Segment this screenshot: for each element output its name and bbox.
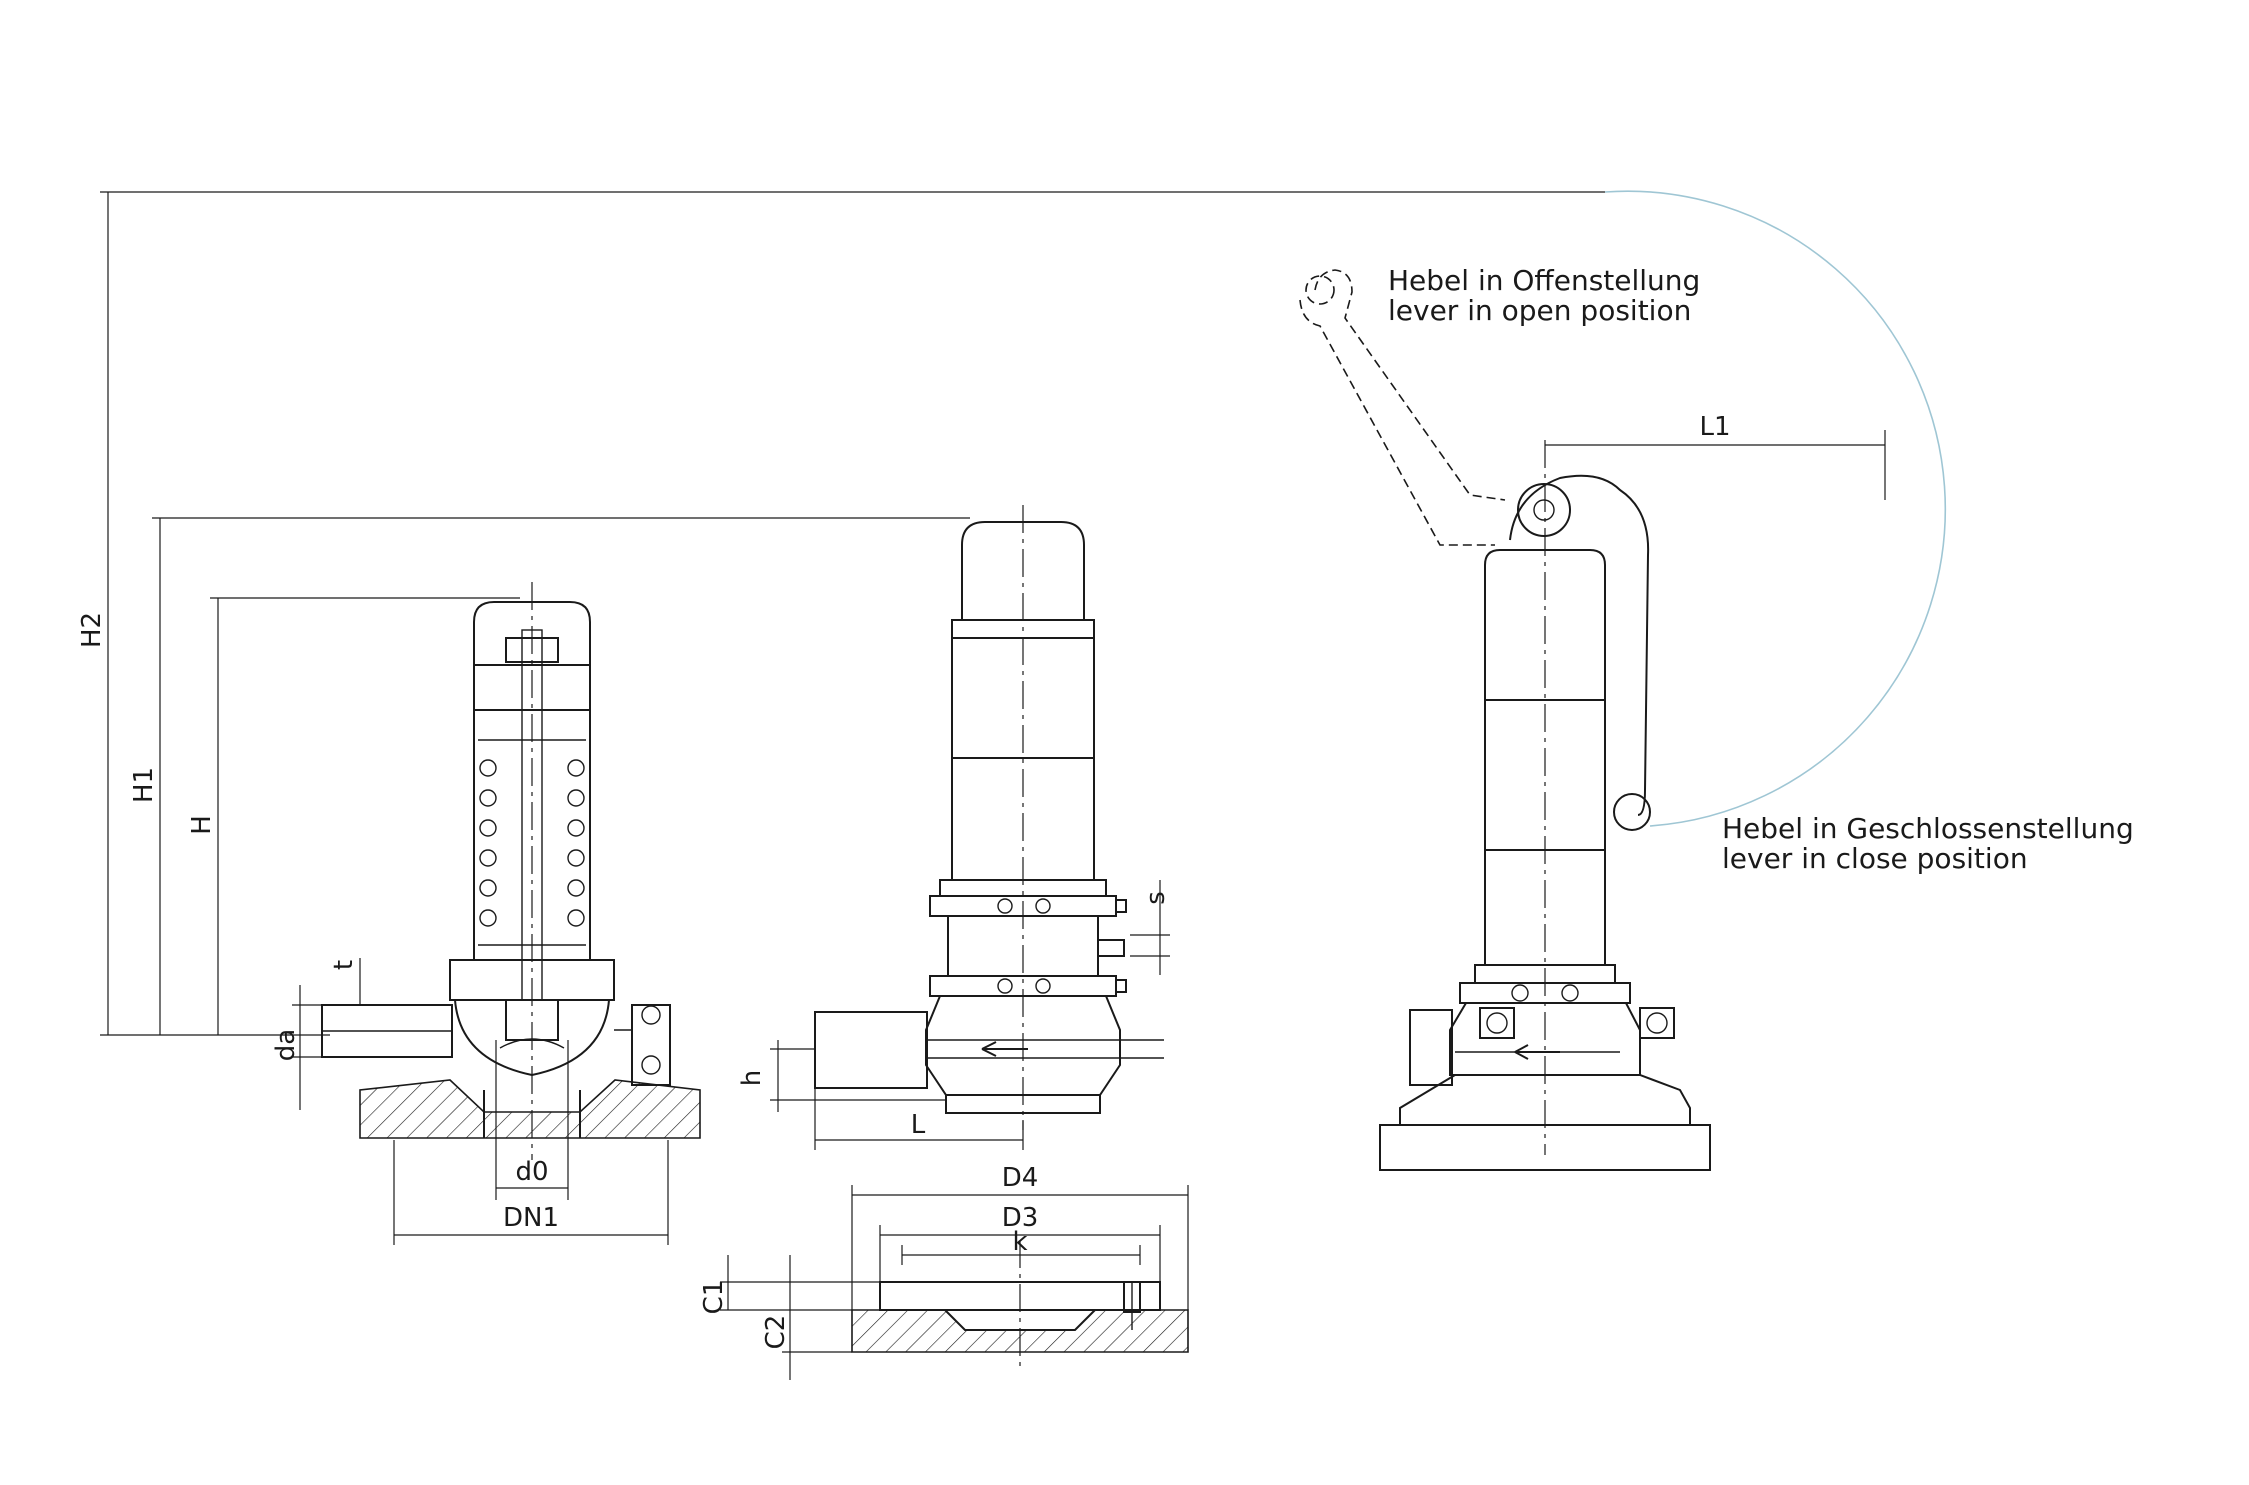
dim-label-t: t (329, 960, 359, 970)
lever-view (1299, 190, 1947, 1171)
dim-label-d0: d0 (515, 1157, 548, 1187)
view1-dimensions (292, 958, 669, 1245)
overall-dimensions (100, 191, 1605, 1036)
side-view (814, 505, 1164, 1130)
note-close-en: lever in close position (1722, 842, 2028, 875)
dim-label-h: H (187, 815, 217, 835)
dim-label-c2: C2 (761, 1315, 791, 1350)
dim-label-l: L (911, 1110, 926, 1140)
dim-label-k: k (1012, 1227, 1027, 1257)
sectional-view (321, 582, 701, 1160)
dim-label-l1: L1 (1699, 412, 1730, 442)
valve-spring (478, 739, 586, 946)
note-open-en: lever in open position (1388, 294, 1691, 327)
note-close-de: Hebel in Geschlossenstellung (1722, 812, 2134, 845)
flange-detail (851, 1240, 1189, 1372)
dim-label-d3: D3 (1002, 1203, 1039, 1233)
dim-label-d4: D4 (1002, 1163, 1039, 1193)
dim-label-da: da (271, 1029, 301, 1061)
dim-label-c1: C1 (699, 1280, 729, 1315)
view2-dimensions (770, 880, 1170, 1150)
dim-label-s: s (1141, 891, 1171, 905)
flange-dimensions (720, 1185, 1189, 1380)
dim-label-dn1: DN1 (503, 1203, 559, 1233)
dim-label-h2: H2 (77, 612, 107, 648)
dim-label-h1: H1 (129, 767, 159, 803)
note-open-de: Hebel in Offenstellung (1388, 264, 1700, 297)
dim-label-h-small: h (737, 1070, 767, 1086)
